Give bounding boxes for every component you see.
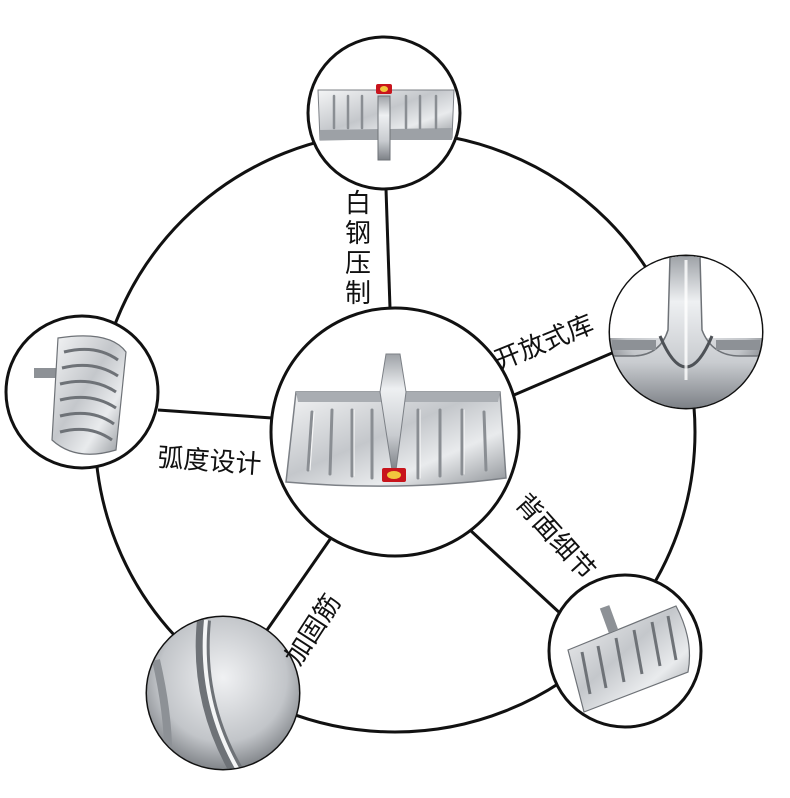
spoke-bottom-left — [265, 534, 335, 631]
top-shovel-image — [306, 35, 462, 191]
spoke-bottom-right — [468, 528, 564, 617]
label-white-steel-char-4: 制 — [345, 279, 371, 309]
center-shovel-image — [269, 306, 521, 558]
bottom-left-rib-image — [145, 615, 301, 771]
connector-lines — [157, 188, 613, 631]
spoke-right — [513, 351, 613, 397]
spoke-top — [384, 188, 392, 309]
label-white-steel-char-1: 白 — [345, 189, 371, 219]
spoke-left — [157, 408, 273, 420]
left-curve-image — [4, 314, 160, 470]
bottom-right-back-image — [547, 573, 703, 729]
label-white-steel: 白 钢 压 制 — [345, 189, 371, 309]
label-curved-design: 弧度设计 — [157, 443, 263, 480]
label-back-detail: 背面细节 — [509, 489, 601, 586]
label-white-steel-char-2: 钢 — [345, 219, 371, 249]
right-socket-closeup-image — [608, 254, 764, 410]
label-white-steel-char-3: 压 — [345, 249, 371, 279]
label-reinforcing-rib: 加固筋 — [280, 589, 348, 671]
